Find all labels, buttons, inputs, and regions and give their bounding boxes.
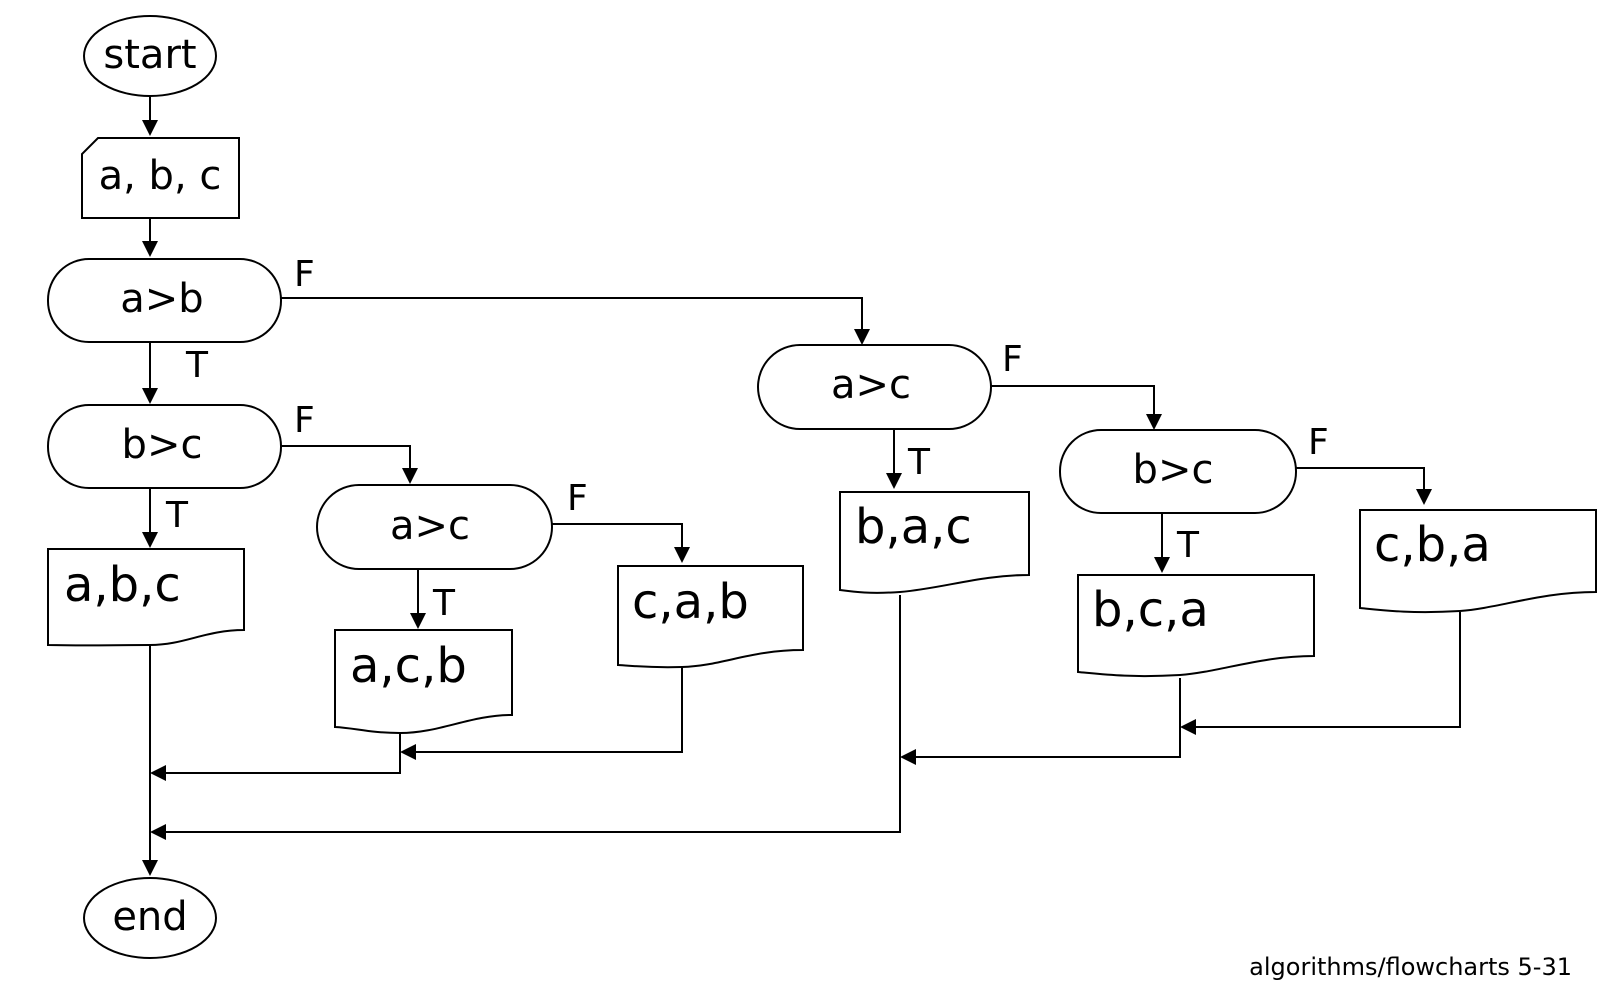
label-false-b-gt-c-left: F [294, 400, 315, 441]
decision-a-gt-c-right-label: a>c [831, 362, 911, 408]
decision-b-gt-c-right-label: b>c [1133, 447, 1214, 493]
decision-a-gt-b: a>b [47, 258, 282, 343]
arrowhead [142, 241, 158, 257]
start-label: start [103, 32, 196, 78]
arrowhead [886, 473, 902, 489]
arrowhead [1416, 489, 1432, 505]
label-true-a-gt-b: T [185, 345, 209, 386]
arrowhead [1180, 719, 1196, 735]
output-abc-label: a,b,c [64, 557, 181, 613]
arrowhead [142, 388, 158, 404]
input-node: a, b, c [81, 137, 240, 219]
end-terminal: end [83, 877, 217, 959]
label-false-a-gt-c-left: F [567, 478, 588, 519]
arrowhead [400, 744, 416, 760]
arrowhead [900, 749, 916, 765]
output-cab-label: c,a,b [632, 574, 749, 630]
output-bac: b,a,c [839, 491, 1030, 594]
output-bac-label: b,a,c [855, 499, 972, 555]
arrowhead [150, 824, 166, 840]
arrowhead [1146, 414, 1162, 430]
arrowhead [674, 547, 690, 563]
decision-a-gt-c-left: a>c [316, 484, 553, 570]
arrowhead [402, 468, 418, 484]
label-true-a-gt-c-right: T [907, 442, 931, 483]
output-bca-label: b,c,a [1092, 582, 1209, 638]
branch-labels: F T F T F T F T F T [165, 254, 1329, 624]
arrowhead [854, 329, 870, 345]
decision-b-gt-c-left-label: b>c [122, 422, 203, 468]
label-true-b-gt-c-right: T [1176, 525, 1200, 566]
decision-b-gt-c-right: b>c [1059, 429, 1297, 514]
decision-b-gt-c-left: b>c [47, 404, 282, 489]
label-false-a-gt-c-right: F [1002, 339, 1023, 380]
arrowhead [142, 120, 158, 136]
decision-a-gt-b-label: a>b [120, 276, 203, 322]
arrowheads [142, 120, 1432, 876]
label-true-a-gt-c-left: T [432, 583, 456, 624]
end-label: end [112, 894, 187, 940]
start-terminal: start [83, 15, 217, 97]
output-cba: c,b,a [1359, 509, 1597, 614]
output-abc: a,b,c [47, 548, 245, 647]
arrowhead [410, 613, 426, 629]
arrowhead [150, 765, 166, 781]
connectors [149, 96, 1461, 864]
arrowhead [142, 860, 158, 876]
arrowhead [142, 532, 158, 548]
output-cab: c,a,b [617, 565, 804, 669]
label-false-a-gt-b: F [294, 254, 315, 295]
label-true-b-gt-c-left: T [165, 495, 189, 536]
output-bca: b,c,a [1077, 574, 1315, 678]
output-acb: a,c,b [334, 629, 513, 735]
output-acb-label: a,c,b [350, 638, 467, 694]
decision-a-gt-c-right: a>c [757, 344, 992, 430]
slide-footer: algorithms/flowcharts 5-31 [1249, 953, 1572, 981]
output-cba-label: c,b,a [1374, 517, 1491, 573]
arrowhead [1154, 557, 1170, 573]
decision-a-gt-c-left-label: a>c [390, 503, 470, 549]
input-label: a, b, c [99, 153, 222, 199]
label-false-b-gt-c-right: F [1308, 422, 1329, 463]
